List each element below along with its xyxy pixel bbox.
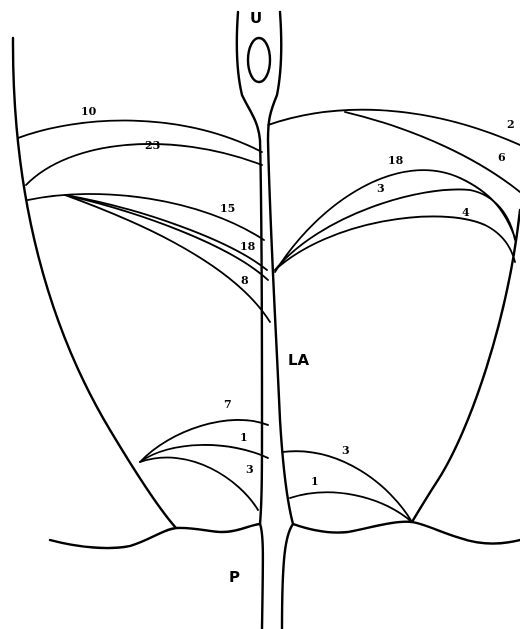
base-right	[293, 522, 520, 544]
arc-1-left	[140, 445, 268, 462]
arc-3-left	[140, 458, 258, 510]
arc-7	[140, 420, 268, 462]
arc-23	[26, 144, 262, 185]
label-1-right: 1	[311, 475, 319, 488]
central-duct-left-wall	[237, 12, 262, 524]
label-3-left: 3	[246, 463, 254, 476]
arc-4	[275, 216, 515, 270]
arc-3-right	[282, 451, 412, 522]
central-duct-right-wall	[268, 12, 293, 524]
arc-6	[345, 112, 520, 192]
right-outer-boundary	[412, 210, 520, 522]
arc-2	[268, 110, 520, 145]
label-3-right: 3	[342, 444, 350, 457]
label-8: 8	[241, 274, 249, 287]
arc-18-right	[275, 170, 515, 272]
label-P: P	[229, 568, 240, 586]
lower-duct-right	[282, 524, 293, 629]
label-18-right: 18	[388, 154, 404, 167]
label-18-left: 18	[240, 240, 256, 253]
label-23: 23	[145, 139, 160, 152]
label-4: 4	[462, 206, 470, 219]
lower-duct-left	[260, 524, 263, 629]
label-10: 10	[81, 105, 97, 118]
base-left	[50, 524, 260, 548]
label-2: 2	[507, 118, 515, 131]
label-1-left: 1	[240, 431, 248, 444]
label-15: 15	[220, 202, 235, 215]
label-3-upper: 3	[377, 182, 385, 195]
arc-10	[18, 121, 262, 152]
label-U: U	[250, 9, 262, 27]
arc-3-upper	[275, 189, 515, 270]
oval-opening	[248, 38, 270, 82]
label-6: 6	[498, 151, 506, 164]
label-LA: LA	[288, 351, 310, 369]
label-7: 7	[224, 398, 232, 411]
